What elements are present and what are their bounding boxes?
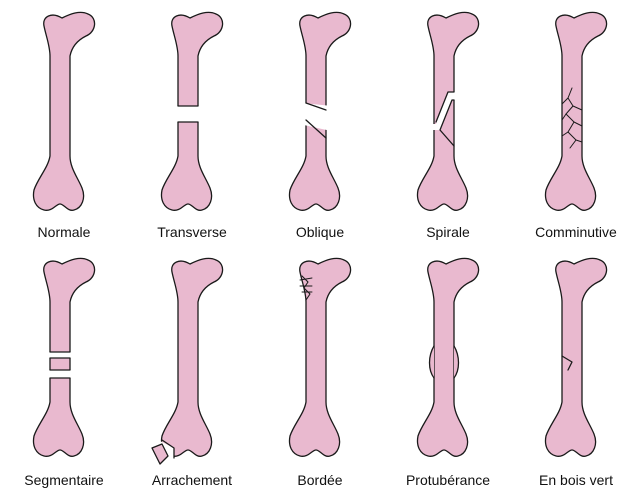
avulsed-fragment (151, 443, 169, 465)
bone-outline (544, 11, 608, 211)
fracture-cell-comminutive: Comminutive (512, 0, 640, 246)
bone-shape (32, 11, 96, 211)
fracture-cell-oblique: Oblique (256, 0, 384, 246)
fracture-line (301, 275, 311, 301)
transverse-fracture-icon (160, 11, 224, 211)
fracture-cell-segmentaire: Segmentaire (0, 246, 128, 492)
bone-outline (544, 257, 608, 457)
bone-fragment (160, 122, 224, 211)
fracture-edge (435, 91, 455, 123)
bone-shape (544, 11, 608, 211)
fracture-line (565, 87, 577, 149)
fracture-cell-en-bois-vert: En bois vert (512, 246, 640, 492)
fracture-edge (439, 99, 455, 147)
fracture-cell-normale: Normale (0, 0, 128, 246)
fracture-edge (305, 119, 327, 139)
fracture-label: En bois vert (539, 472, 613, 488)
fracture-label: Arrachement (151, 472, 233, 488)
fracture-label: Protubérance (405, 472, 491, 488)
fracture-cell-bordee: Bordée (256, 246, 384, 492)
fracture-line (561, 355, 573, 371)
fracture-label: Bordée (297, 472, 343, 488)
bone-shape (416, 257, 480, 457)
bone-shape (32, 257, 96, 457)
bone-shape (151, 257, 224, 465)
segmental-fracture-icon (32, 257, 96, 457)
avulsion-fracture-icon (151, 257, 224, 465)
fracture-cell-spirale: Spirale (384, 0, 512, 246)
buckle-bulge (428, 345, 435, 379)
fracture-edge (161, 439, 175, 459)
fracture-line (561, 97, 583, 143)
bone-shape (416, 11, 480, 211)
bone-outline (416, 257, 480, 457)
spiral-fracture-icon (416, 11, 480, 211)
bone-fragment (160, 257, 224, 457)
normal-bone-icon (32, 11, 96, 211)
comminuted-fracture-icon (544, 11, 608, 211)
bone-shape (288, 257, 352, 457)
impacted-fracture-icon (288, 257, 352, 457)
bone-outline (32, 11, 96, 211)
bone-outline (288, 257, 352, 457)
fracture-label: Comminutive (535, 224, 617, 240)
bone-shape (544, 257, 608, 457)
bone-fragment (32, 378, 96, 457)
fracture-edge (305, 102, 327, 111)
bone-fragment (288, 118, 352, 211)
bone-fragment (160, 11, 224, 106)
fracture-label: Transverse (157, 224, 227, 240)
bone-shape (160, 11, 224, 211)
bone-shape (288, 11, 352, 211)
oblique-fracture-icon (288, 11, 352, 211)
fracture-cell-protuberance: Protubérance (384, 246, 512, 492)
buckle-fracture-icon (416, 257, 480, 457)
buckle-bulge (453, 345, 460, 379)
fracture-label: Normale (37, 224, 91, 240)
fracture-label: Oblique (295, 224, 345, 240)
fracture-cell-arrachement: Arrachement (128, 246, 256, 492)
bone-fragment (288, 11, 352, 110)
fracture-label: Spirale (426, 224, 470, 240)
greenstick-fracture-icon (544, 257, 608, 457)
fracture-label: Segmentaire (24, 472, 104, 488)
bone-fragment (32, 257, 96, 352)
fracture-line (299, 277, 313, 293)
fracture-cell-transverse: Transverse (128, 0, 256, 246)
